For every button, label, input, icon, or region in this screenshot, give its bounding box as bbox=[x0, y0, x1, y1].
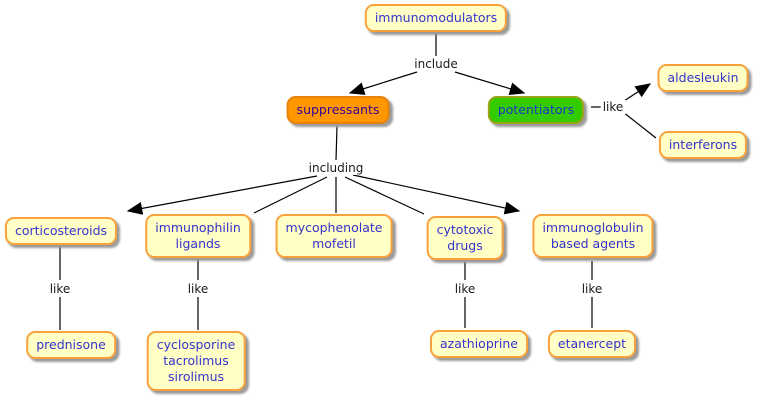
node-cyclosporine-tacrolimus-sirolimus[interactable]: cyclosporine tacrolimus sirolimus bbox=[146, 331, 246, 391]
node-potentiators[interactable]: potentiators bbox=[487, 96, 585, 124]
edge-including-cytotoxic-drugs bbox=[344, 176, 425, 215]
node-immunomodulators[interactable]: immunomodulators bbox=[364, 4, 508, 32]
linking-phrase-like-potentiators[interactable]: like bbox=[600, 100, 626, 114]
linking-phrase-include[interactable]: include bbox=[412, 57, 460, 71]
linking-phrase-like-cytotoxic[interactable]: like bbox=[452, 282, 478, 296]
node-etanercept[interactable]: etanercept bbox=[547, 330, 637, 358]
node-immunoglobulin-based-agents[interactable]: immunoglobulin based agents bbox=[532, 214, 654, 258]
node-azathioprine[interactable]: azathioprine bbox=[430, 330, 528, 358]
edge-like-aldesleukin bbox=[623, 83, 652, 102]
node-immunophilin-ligands[interactable]: immunophilin ligands bbox=[145, 214, 251, 258]
node-cytotoxic-drugs[interactable]: cytotoxic drugs bbox=[426, 216, 504, 260]
linking-phrase-like-immunophilin[interactable]: like bbox=[185, 282, 211, 296]
linking-phrase-including[interactable]: including bbox=[306, 161, 366, 175]
edge-suppressants-including bbox=[335, 125, 338, 161]
edge-including-immunophilin-ligands bbox=[253, 176, 328, 214]
edge-like-interferons bbox=[622, 111, 657, 139]
edge-including-corticosteroids bbox=[126, 175, 318, 215]
node-interferons[interactable]: interferons bbox=[658, 131, 748, 159]
node-suppressants[interactable]: suppressants bbox=[286, 96, 390, 124]
linking-phrase-like-immunoglobulin[interactable]: like bbox=[579, 282, 605, 296]
node-prednisone[interactable]: prednisone bbox=[26, 331, 116, 359]
linking-phrase-like-corticosteroids[interactable]: like bbox=[47, 282, 73, 296]
node-mycophenolate-mofetil[interactable]: mycophenolate mofetil bbox=[275, 214, 393, 258]
node-corticosteroids[interactable]: corticosteroids bbox=[4, 217, 118, 245]
edge-include-potentiators bbox=[454, 71, 526, 96]
edge-include-suppressants bbox=[348, 71, 418, 95]
node-aldesleukin[interactable]: aldesleukin bbox=[657, 64, 749, 92]
edge-including-immunoglobulin-based-agents bbox=[352, 174, 521, 215]
